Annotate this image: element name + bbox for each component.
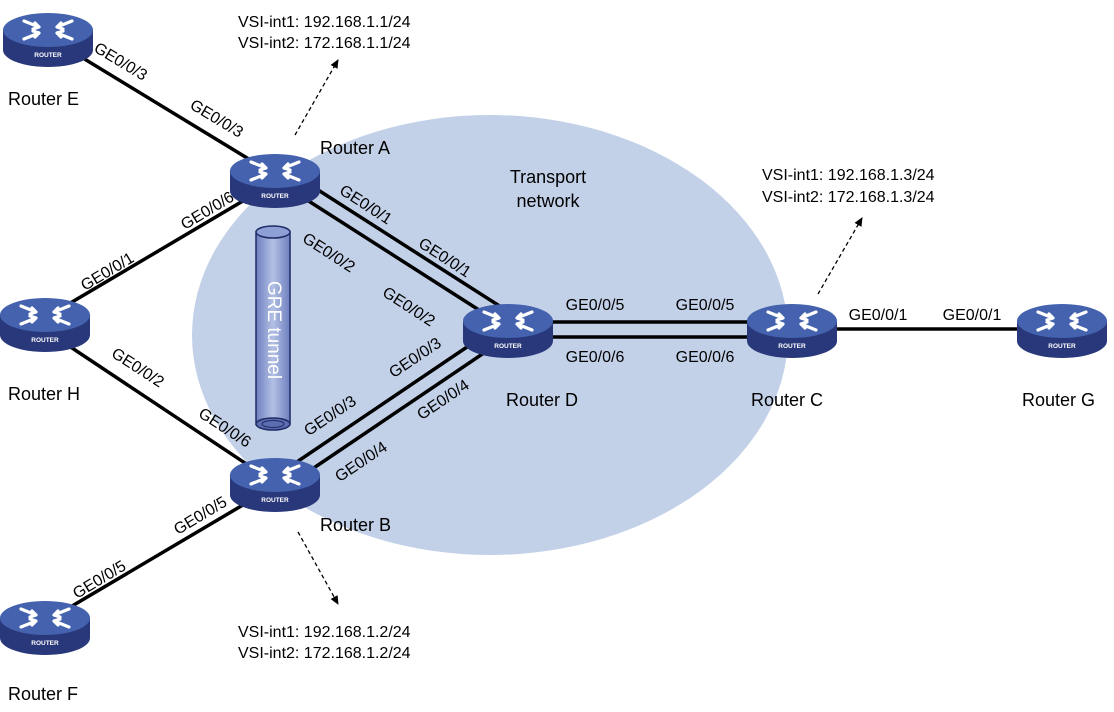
router-b: ROUTER	[229, 456, 321, 514]
port-label: GE0/0/1	[849, 307, 908, 324]
vsi-a-pointer	[294, 59, 339, 136]
vsi-b-int1: VSI-int1: 192.168.1.2/24	[238, 624, 411, 641]
vsi-a-int1: VSI-int1: 192.168.1.1/24	[238, 14, 411, 31]
svg-text:ROUTER: ROUTER	[1048, 343, 1076, 350]
vsi-a-int2: VSI-int2: 172.168.1.1/24	[238, 35, 411, 52]
router-e: ROUTER	[2, 11, 94, 69]
vsi-b-int2: VSI-int2: 172.168.1.2/24	[238, 645, 411, 662]
svg-text:ROUTER: ROUTER	[494, 343, 522, 350]
link-a-d-1	[288, 170, 514, 316]
router-h: ROUTER	[0, 296, 91, 354]
svg-text:ROUTER: ROUTER	[778, 343, 806, 350]
port-label: GE0/0/6	[676, 349, 735, 366]
vsi-c-pointer	[817, 217, 863, 295]
router-d-name: Router D	[506, 390, 578, 410]
transport-network-label-line2: network	[516, 191, 580, 211]
router-d: ROUTER	[462, 302, 554, 360]
gre-tunnel: GRE tunnel	[255, 225, 291, 431]
port-label: GE0/0/5	[70, 558, 129, 603]
router-g: ROUTER	[1016, 302, 1108, 360]
svg-text:ROUTER: ROUTER	[31, 337, 59, 344]
gre-tunnel-label: GRE tunnel	[263, 281, 284, 379]
link-a-d-2	[280, 182, 506, 328]
transport-network-label-line1: Transport	[510, 167, 586, 187]
router-c: ROUTER	[746, 302, 838, 360]
router-a-name: Router A	[320, 138, 390, 158]
link-b-d-4	[288, 332, 514, 486]
link-h-b	[43, 328, 277, 485]
port-label: GE0/0/6	[566, 349, 625, 366]
router-f-name: Router F	[8, 684, 78, 704]
port-label: GE0/0/2	[108, 345, 167, 391]
link-h-a	[43, 180, 277, 320]
vsi-c-int2: VSI-int2: 172.168.1.3/24	[762, 189, 935, 206]
svg-text:ROUTER: ROUTER	[261, 497, 289, 504]
vsi-c-int1: VSI-int1: 192.168.1.3/24	[762, 167, 935, 184]
svg-text:ROUTER: ROUTER	[34, 52, 62, 59]
router-h-name: Router H	[8, 384, 80, 404]
svg-text:ROUTER: ROUTER	[31, 640, 59, 647]
router-b-name: Router B	[320, 515, 391, 535]
router-g-name: Router G	[1022, 390, 1095, 410]
vsi-b-pointer	[297, 531, 339, 605]
link-e-a	[48, 36, 277, 177]
port-label: GE0/0/1	[78, 250, 137, 295]
router-e-name: Router E	[8, 89, 79, 109]
port-label: GE0/0/3	[187, 97, 246, 142]
port-label: GE0/0/5	[566, 297, 625, 314]
router-a: ROUTER	[229, 152, 321, 210]
router-f: ROUTER	[0, 599, 91, 657]
port-label: GE0/0/3	[91, 40, 150, 85]
svg-text:ROUTER: ROUTER	[261, 193, 289, 200]
port-label: GE0/0/1	[943, 307, 1002, 324]
router-c-name: Router C	[751, 390, 823, 410]
port-label: GE0/0/5	[676, 297, 735, 314]
link-f-b	[43, 484, 277, 624]
